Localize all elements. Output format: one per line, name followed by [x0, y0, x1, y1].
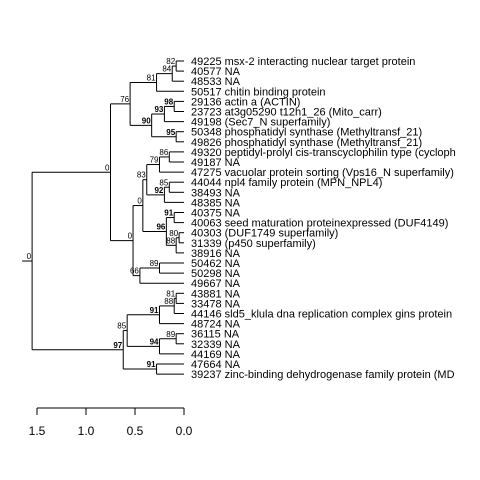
leaf-label: 23723 at3g05290 t12h1_26 (Mito_carr) [191, 107, 382, 119]
axis-tick-label: 1.5 [29, 424, 46, 438]
support-value: 91 [150, 306, 159, 315]
leaf-label: 40063 seed maturation proteinexpressed (… [191, 218, 448, 230]
support-value: 81 [166, 289, 175, 298]
support-values: 8284819893959076867985928391808896089660… [27, 57, 179, 369]
support-value: 96 [156, 222, 165, 231]
support-value: 83 [137, 171, 146, 180]
support-value: 91 [147, 360, 156, 369]
tree-branches [22, 60, 184, 375]
support-value: 80 [169, 229, 178, 238]
leaf-label: 36115 NA [191, 329, 240, 341]
leaf-label: 40303 (DUF1749 superfamily) [191, 228, 338, 240]
leaf-label: 49320 peptidyl-prolyl cis-transcyclophil… [191, 147, 456, 159]
support-value: 88 [166, 236, 175, 245]
axis-tick-label: 0.0 [176, 424, 193, 438]
leaf-label: 47664 NA [191, 359, 241, 371]
support-value: 82 [166, 57, 175, 66]
support-value: 97 [113, 341, 122, 350]
leaf-label: 48724 NA [191, 319, 241, 331]
leaf-label: 50348 phosphatidyl synthase (Methyltrans… [191, 127, 422, 139]
leaf-label: 44044 npl4 family protein (MPN_NPL4) [191, 177, 382, 189]
support-value: 0 [137, 197, 142, 206]
leaf-label: 44169 NA [191, 349, 241, 361]
leaf-label: 38493 NA [191, 187, 241, 199]
leaf-label: 49187 NA [191, 157, 241, 169]
leaf-label: 40375 NA [191, 208, 241, 220]
leaf-label: 49667 NA [191, 278, 241, 290]
support-value: 92 [154, 186, 163, 195]
support-value: 93 [154, 105, 163, 114]
leaf-label: 38916 NA [191, 248, 241, 260]
leaf-label: 29136 actin a (ACTIN) [191, 96, 300, 108]
axis-tick-label: 0.5 [127, 424, 144, 438]
leaf-label: 43881 NA [191, 288, 241, 300]
leaf-label: 50462 NA [191, 258, 241, 270]
leaf-label: 31339 (p450 superfamily) [191, 238, 316, 250]
leaf-label: 48385 NA [191, 197, 241, 209]
support-value: 86 [159, 148, 168, 157]
leaf-labels: 49225 msx-2 interacting nuclear target p… [191, 56, 456, 381]
leaf-label: 49225 msx-2 interacting nuclear target p… [191, 56, 415, 68]
support-value: 98 [164, 97, 173, 106]
axis-tick-label: 1.0 [78, 424, 95, 438]
leaf-label: 50517 chitin binding protein [191, 86, 326, 98]
leaf-label: 49198 (Sec7_N superfamily) [191, 117, 330, 129]
support-value: 0 [27, 252, 32, 261]
support-value: 76 [120, 95, 129, 104]
support-value: 81 [147, 73, 156, 82]
leaf-label: 32339 NA [191, 339, 241, 351]
support-value: 79 [150, 156, 159, 165]
support-value: 88 [164, 297, 173, 306]
support-value: 95 [166, 128, 175, 137]
support-value: 0 [105, 163, 110, 172]
leaf-label: 33478 NA [191, 298, 241, 310]
support-value: 0 [128, 232, 133, 241]
support-value: 94 [150, 337, 159, 346]
support-value: 91 [164, 209, 173, 218]
leaf-label: 47275 vacuolar protein sorting (Vps16_N … [191, 167, 454, 179]
support-value: 89 [166, 330, 175, 339]
leaf-label: 39237 zinc-binding dehydrogenase family … [191, 369, 455, 381]
leaf-label: 49826 phosphatidyl synthase (Methyltrans… [191, 137, 422, 149]
leaf-label: 50298 NA [191, 268, 241, 280]
leaf-label: 40577 NA [191, 66, 241, 78]
support-value: 84 [162, 65, 171, 74]
leaf-label: 48533 NA [191, 76, 241, 88]
x-axis: 1.5 1.0 0.5 0.0 [29, 407, 193, 438]
support-value: 85 [159, 178, 168, 187]
support-value: 85 [117, 322, 126, 331]
support-value: 90 [142, 116, 151, 125]
leaf-label: 44146 sld5_klula dna replication complex… [191, 309, 452, 321]
support-value: 66 [130, 267, 139, 276]
support-value: 89 [150, 259, 159, 268]
